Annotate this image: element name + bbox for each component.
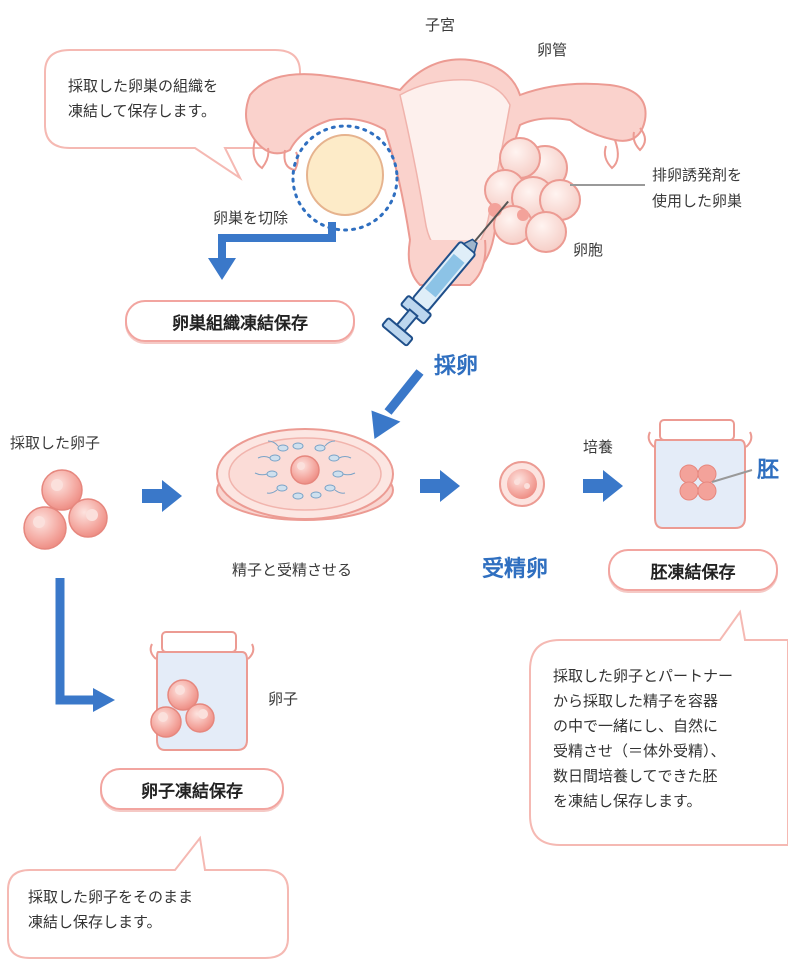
arrow-dish-to-fertilized — [420, 470, 460, 502]
petri-dish — [217, 429, 393, 520]
label-fertilize-with-sperm: 精子と受精させる — [232, 563, 352, 578]
bubble-embryo-line-2: から採取した精子を容器 — [553, 689, 733, 714]
bubble-egg-line-1: 採取した卵子をそのまま — [28, 885, 193, 910]
bubble-embryo-line-5: 数日間培養してできた胚 — [553, 764, 733, 789]
label-egg: 卵子 — [268, 692, 298, 707]
label-uterus: 子宮 — [425, 18, 455, 33]
arrow-ovary-to-tissue-head — [208, 258, 236, 280]
label-egg-retrieval: 採卵 — [434, 356, 478, 378]
label-fertilized-egg: 受精卵 — [482, 559, 548, 581]
label-culture: 培養 — [583, 440, 613, 455]
bubble-ovarian-tissue-line-1: 採取した卵巣の組織を — [68, 74, 218, 99]
box-egg-freezing: 卵子凍結保存 — [100, 768, 284, 810]
retrieved-eggs — [24, 470, 107, 549]
box-ovarian-tissue-freezing: 卵巣組織凍結保存 — [125, 300, 355, 342]
arrow-eggs-to-dish — [142, 480, 182, 512]
fertilized-egg — [500, 462, 544, 506]
label-retrieved-eggs: 採取した卵子 — [10, 436, 100, 451]
bubble-embryo-line-1: 採取した卵子とパートナー — [553, 664, 733, 689]
bubble-embryo-text: 採取した卵子とパートナー から採取した精子を容器 の中で一緒にし、自然に 受精さ… — [553, 664, 733, 814]
label-fallopian-tube: 卵管 — [537, 43, 567, 58]
label-ovary-excision: 卵巣を切除 — [213, 211, 288, 226]
stimulated-ovary — [485, 138, 580, 252]
box-embryo-freezing: 胚凍結保存 — [608, 549, 778, 591]
bubble-egg-text: 採取した卵子をそのまま 凍結し保存します。 — [28, 885, 193, 935]
bubble-egg-line-2: 凍結し保存します。 — [28, 910, 193, 935]
bubble-ovarian-tissue-text: 採取した卵巣の組織を 凍結して保存します。 — [68, 74, 218, 124]
excised-ovary — [293, 126, 397, 230]
label-embryo: 胚 — [757, 460, 779, 482]
bubble-ovarian-tissue-line-2: 凍結して保存します。 — [68, 99, 218, 124]
bubble-embryo-line-3: の中で一緒にし、自然に — [553, 714, 733, 739]
arrow-fertilized-to-jar — [583, 470, 623, 502]
label-stimulated-ovary-1: 排卵誘発剤を — [652, 168, 742, 183]
bubble-embryo-line-6: を凍結し保存します。 — [553, 789, 733, 814]
label-follicle: 卵胞 — [573, 243, 603, 258]
bubble-embryo-line-4: 受精させ（＝体外受精）、 — [553, 739, 733, 764]
arrow-egg-retrieval — [369, 372, 420, 441]
arrow-eggs-to-freezing — [60, 578, 115, 712]
egg-jar — [151, 632, 254, 750]
label-stimulated-ovary-2: 使用した卵巣 — [652, 194, 742, 209]
embryo-jar — [649, 420, 752, 528]
arrow-ovary-to-tissue — [222, 222, 332, 262]
